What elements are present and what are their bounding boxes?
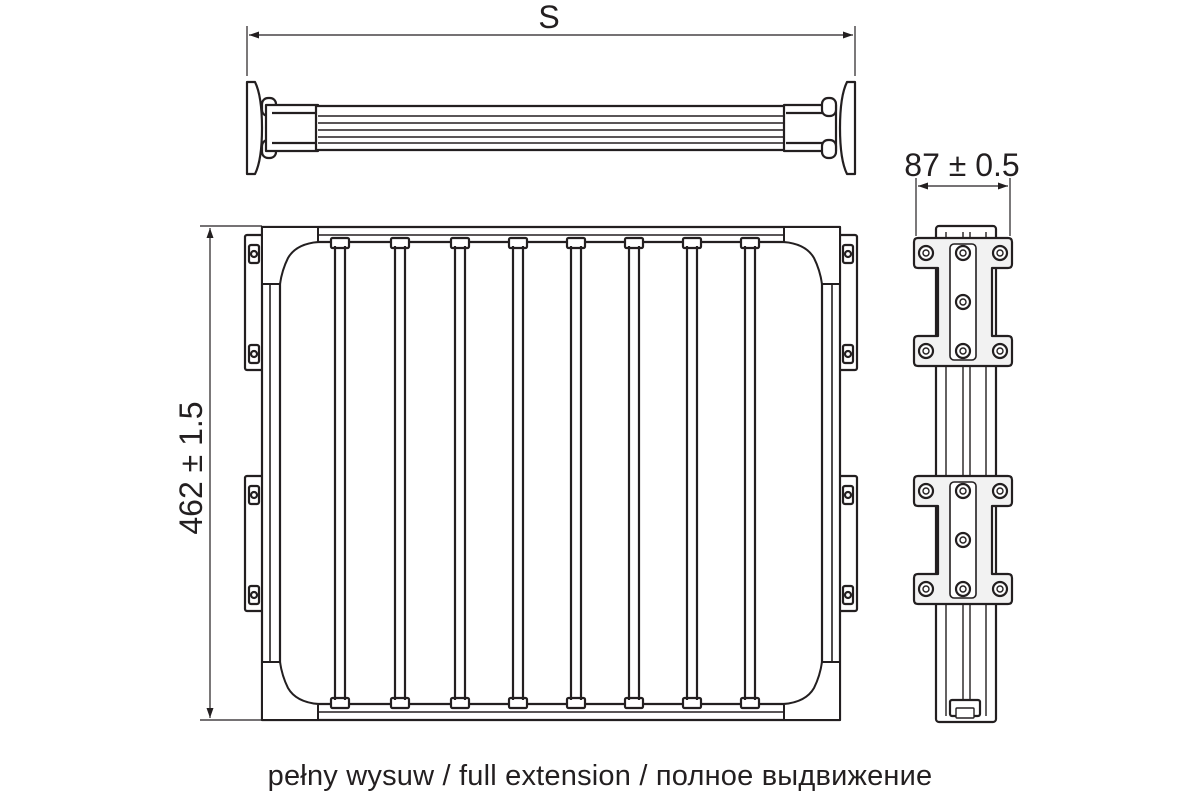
plan-view-basket	[243, 225, 859, 722]
slat-end-cap-bottom	[507, 696, 529, 710]
slat-end-cap-bottom	[449, 696, 471, 710]
slat-end-cap-bottom	[739, 696, 761, 710]
caption: pełny wysuw / full extension / полное вы…	[267, 760, 933, 792]
screw-hole-inner	[959, 249, 967, 257]
corner-brackets	[261, 226, 841, 721]
slat-end-cap-top	[623, 236, 645, 250]
slat-5	[565, 236, 587, 710]
screw-hole-inner	[922, 347, 930, 355]
left-end-cap	[245, 80, 264, 176]
slat-end-cap-bottom	[329, 696, 351, 710]
right-mounting-plates	[837, 233, 859, 613]
slat-end-cap-top	[565, 236, 587, 250]
slat-8	[739, 236, 761, 710]
screw-hole-7	[991, 580, 1009, 598]
screw-hole-inner	[922, 249, 930, 257]
slat-6	[623, 236, 645, 710]
slat-7	[681, 236, 703, 710]
slat-end-cap-bottom	[565, 696, 587, 710]
left-mounting-plates	[243, 233, 265, 613]
slat-end-cap-bottom	[623, 696, 645, 710]
right-end-cap	[838, 80, 857, 176]
screw-hole-inner	[996, 487, 1004, 495]
screw-hole-4	[954, 531, 972, 549]
width-label: S	[538, 0, 559, 35]
screw-hole-3	[991, 482, 1009, 500]
slat-2	[389, 236, 411, 710]
screw-hole-inner	[922, 487, 930, 495]
rail-width-dimension	[915, 178, 1011, 236]
slat-end-cap-top	[507, 236, 529, 250]
slat-end-cap-bottom	[389, 696, 411, 710]
screw-hole-inner	[959, 536, 967, 544]
corner-bracket-top-right	[783, 226, 841, 285]
rail-width-label: 87 ± 0.5	[904, 147, 1019, 183]
basket-slats	[329, 236, 761, 710]
screw-hole-7	[991, 342, 1009, 360]
slat-end-cap-top	[739, 236, 761, 250]
basket-inner-frame	[278, 240, 824, 706]
right-clip-top	[820, 96, 838, 118]
slat-1	[329, 236, 351, 710]
screw-hole-inner	[996, 249, 1004, 257]
side-view-runner	[912, 224, 1014, 724]
top-view-front-bar	[245, 80, 857, 176]
right-clip-bottom	[820, 138, 838, 160]
screw-hole-6	[954, 342, 972, 360]
screw-hole-1	[917, 244, 935, 262]
corner-bracket-top-left	[261, 226, 319, 285]
screw-hole-3	[991, 244, 1009, 262]
screw-hole-5	[917, 580, 935, 598]
screw-hole-4	[954, 293, 972, 311]
runner-bracket-top	[912, 236, 1014, 368]
depth-dimension	[200, 225, 262, 721]
screw-hole-2	[954, 482, 972, 500]
slat-end-cap-top	[389, 236, 411, 250]
depth-label: 462 ± 1.5	[173, 401, 209, 534]
screw-hole-inner	[922, 585, 930, 593]
screw-hole-5	[917, 342, 935, 360]
runner-bracket-bottom	[912, 474, 1014, 606]
screw-hole-1	[917, 482, 935, 500]
corner-bracket-bottom-left	[261, 661, 319, 721]
screw-hole-inner	[959, 487, 967, 495]
slat-end-cap-bottom	[681, 696, 703, 710]
screw-hole-inner	[959, 585, 967, 593]
slat-end-cap-top	[449, 236, 471, 250]
screw-hole-2	[954, 244, 972, 262]
screw-hole-inner	[996, 585, 1004, 593]
screw-hole-inner	[959, 347, 967, 355]
slat-end-cap-top	[681, 236, 703, 250]
corner-bracket-bottom-right	[783, 661, 841, 721]
slat-4	[507, 236, 529, 710]
screw-hole-6	[954, 580, 972, 598]
screw-hole-inner	[996, 347, 1004, 355]
width-dimension	[246, 26, 856, 76]
slat-end-cap-top	[329, 236, 351, 250]
slat-3	[449, 236, 471, 710]
screw-hole-inner	[959, 298, 967, 306]
